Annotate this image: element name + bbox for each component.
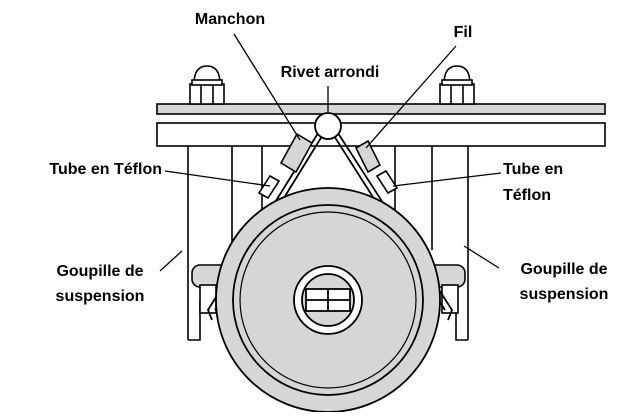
leader-goupille-left xyxy=(159,250,183,272)
upper-plate xyxy=(156,122,606,147)
label-fil: Fil xyxy=(453,24,473,41)
nut-left xyxy=(189,65,225,105)
leader-manchon xyxy=(233,33,301,141)
nut-right xyxy=(439,65,475,105)
leader-tube-left xyxy=(164,170,271,187)
leader-fil xyxy=(365,45,457,149)
label-goupille-left-line1: Goupille de xyxy=(56,263,144,280)
rounded-rivet xyxy=(314,112,342,140)
leader-tube-right xyxy=(392,172,502,187)
label-rivet: Rivet arrondi xyxy=(280,64,380,81)
label-goupille-right-line1: Goupille de xyxy=(520,261,608,278)
leader-goupille-right xyxy=(463,245,500,269)
label-manchon: Manchon xyxy=(194,11,266,28)
teflon-tube-right xyxy=(375,169,399,195)
sleeve-left xyxy=(279,132,314,174)
top-bar xyxy=(156,103,606,115)
label-goupille-right-line2: suspension xyxy=(519,286,609,303)
wheel xyxy=(215,187,441,413)
teflon-tube-left xyxy=(257,174,281,200)
leader-lines xyxy=(159,33,502,272)
sleeve-right xyxy=(354,139,382,174)
left-bracket xyxy=(188,300,201,341)
label-goupille-left-line2: suspension xyxy=(55,288,145,305)
label-tube-right-line1: Tube en xyxy=(503,161,564,178)
label-tube-right-line2: Téflon xyxy=(503,187,551,204)
label-tube-left: Tube en Téflon xyxy=(49,161,162,178)
